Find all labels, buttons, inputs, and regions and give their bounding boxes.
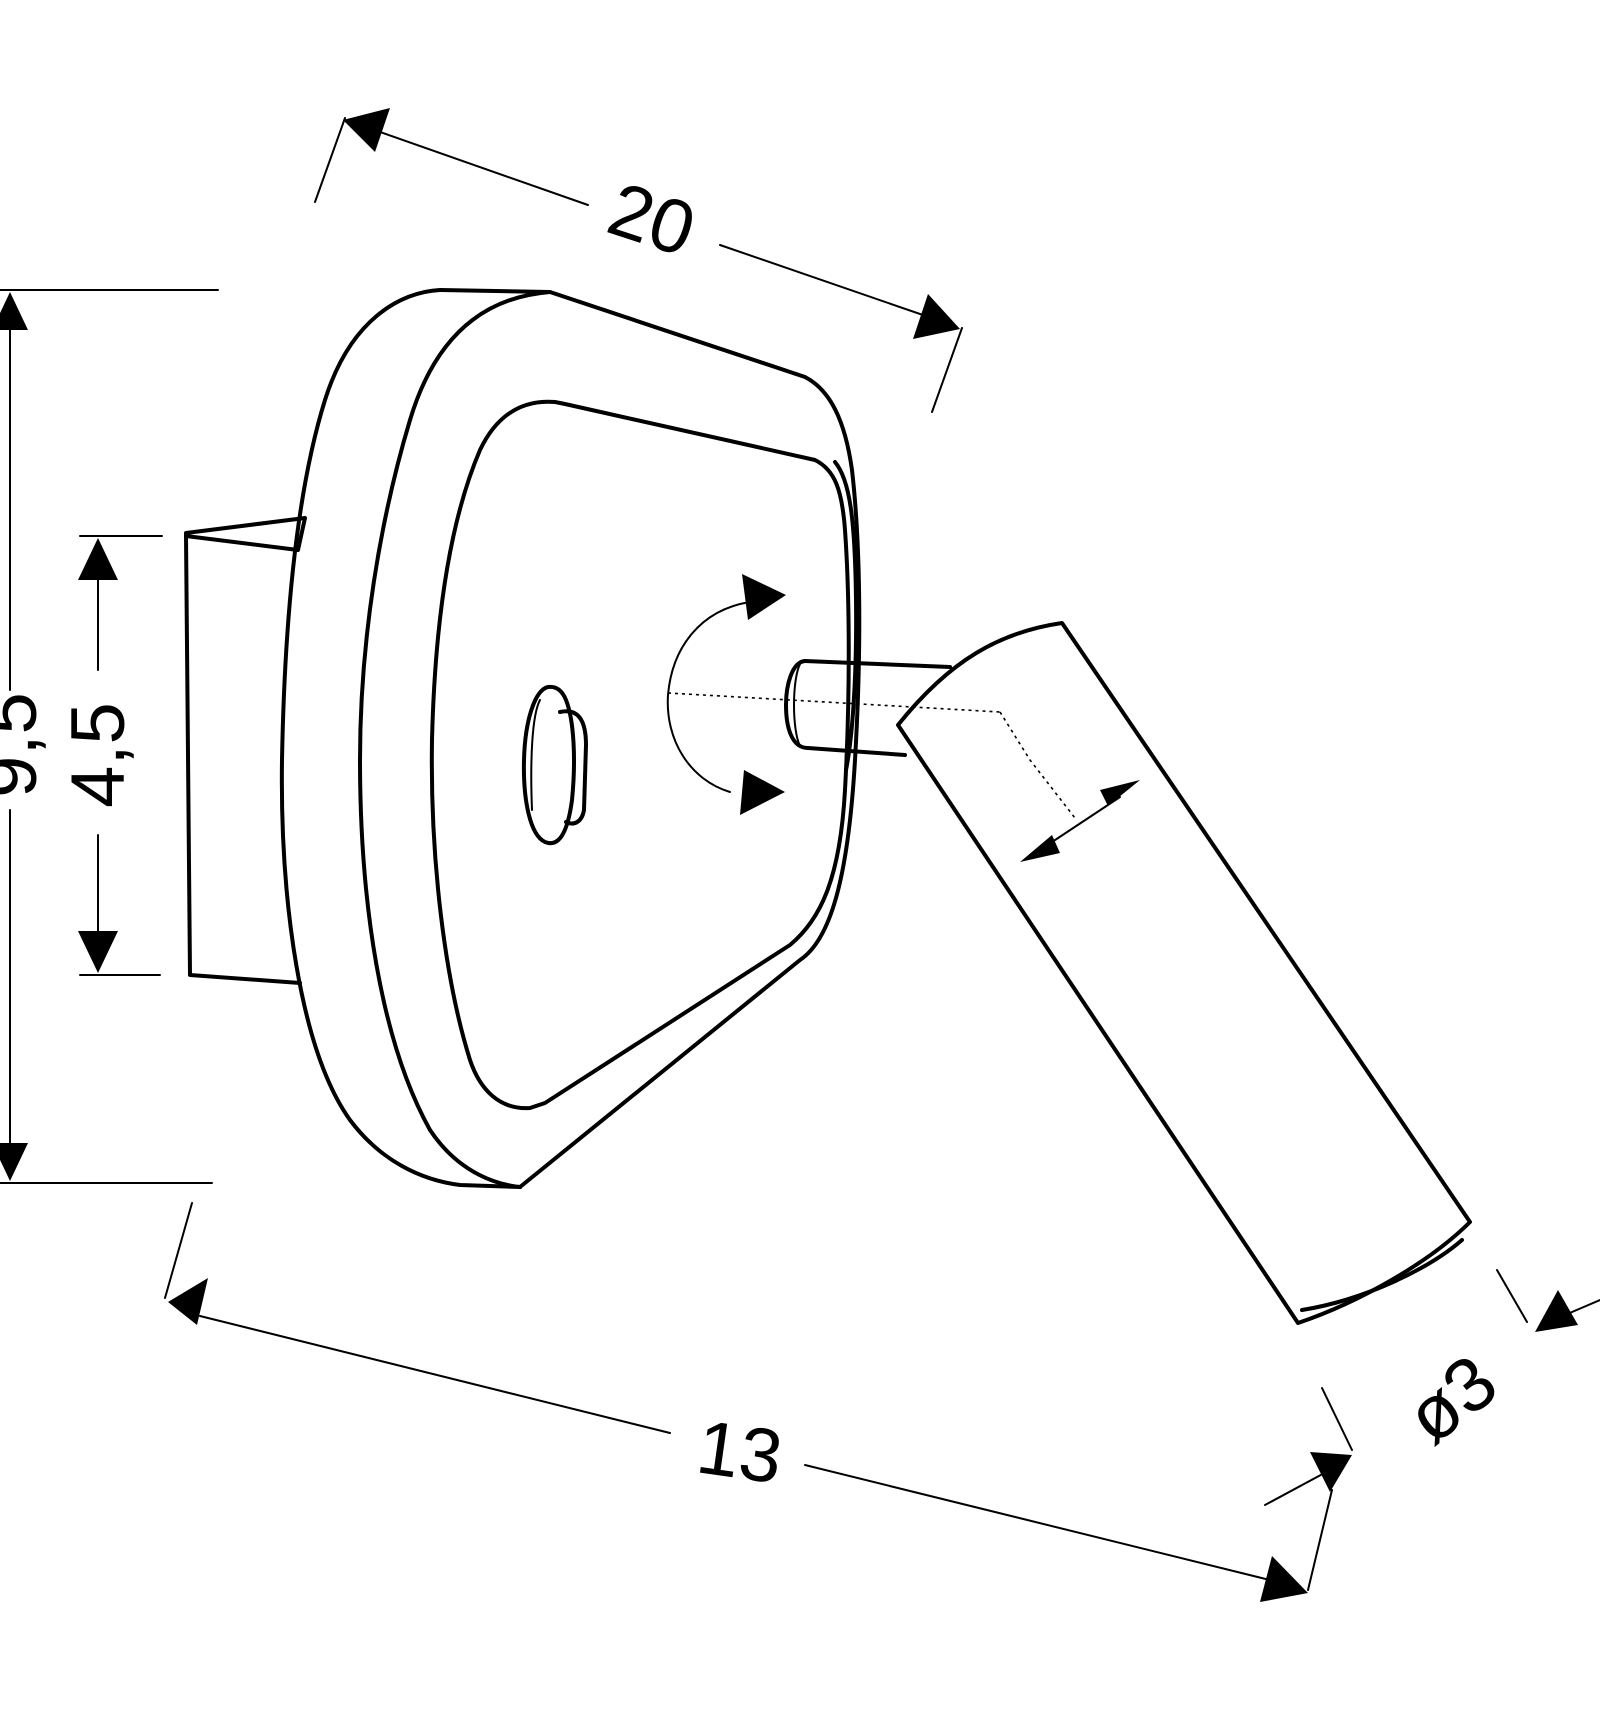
dimension-height: 9,5 bbox=[0, 289, 219, 1184]
dimension-depth-label: 13 bbox=[692, 1405, 788, 1501]
arm-tilt-arrow bbox=[1020, 780, 1140, 862]
switch-button bbox=[521, 684, 588, 846]
rotation-arrow bbox=[666, 574, 1001, 815]
pivot-stub bbox=[784, 659, 952, 757]
wall-mount-block bbox=[184, 516, 307, 985]
dimension-diameter-label: ø3 bbox=[1391, 1339, 1513, 1461]
reading-arm bbox=[896, 621, 1472, 1325]
back-plate bbox=[279, 288, 862, 1189]
dimension-width-label: 20 bbox=[598, 166, 705, 273]
dimension-base-height-label: 4,5 bbox=[56, 702, 141, 808]
dimension-width: 20 bbox=[314, 108, 963, 413]
dimension-height-label: 9,5 bbox=[0, 692, 53, 798]
dimension-diameter: ø3 bbox=[1264, 1269, 1600, 1506]
dimension-base-height: 4,5 bbox=[56, 535, 163, 976]
dimension-depth: 13 bbox=[164, 1202, 1353, 1602]
